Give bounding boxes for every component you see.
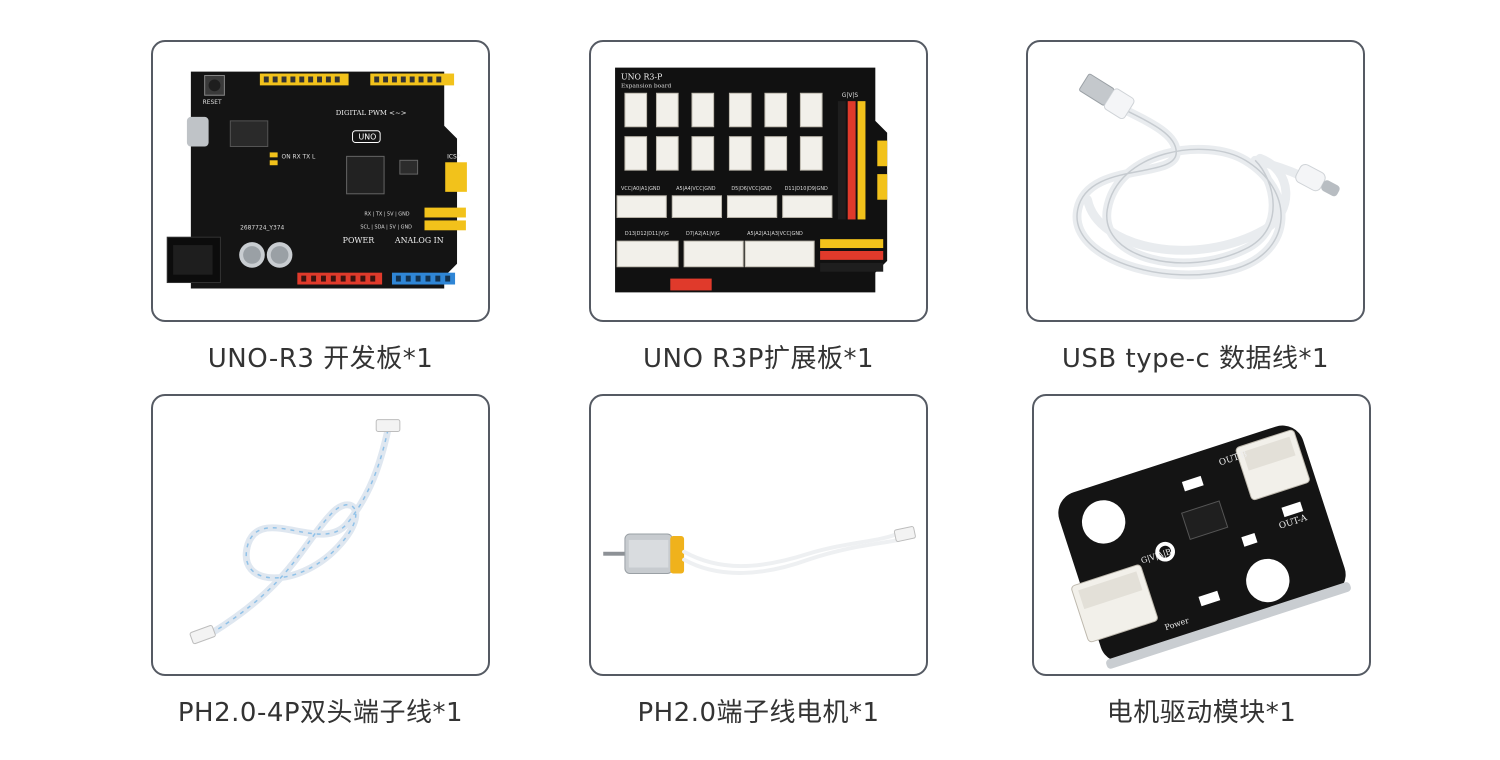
usb-type-c-cable-icon: [1072, 73, 1340, 280]
product-card-motor-driver: OUT-B OUT-A G|V|A|B Power: [1032, 394, 1371, 676]
uno-serial-number: 2687724_Y374: [240, 225, 284, 231]
caption-usb-cable: USB type-c 数据线*1: [1061, 344, 1330, 374]
uno-icsp-label: ICSP: [447, 154, 461, 160]
caption-ph20-cable: PH2.0-4P双头端子线*1: [177, 698, 464, 728]
uno-r3p-expansion-board-icon: UNO R3-P Expansion board G|V|S VCC|A0|A1…: [615, 67, 888, 293]
expansion-p7-label: A5|A2|A1|A3|VCC|GND: [747, 231, 803, 237]
expansion-p1-label: VCC|A0|A1|GND: [621, 186, 661, 192]
expansion-p4-label: D11|D10|D9|GND: [785, 186, 828, 192]
product-card-uno-r3: RESET DIGITAL PWM <~> UNO ON RX TX L ICS…: [151, 40, 490, 322]
expansion-p5-label: D13|D12|D11|V|G: [625, 231, 669, 237]
caption-uno-r3: UNO-R3 开发板*1: [207, 344, 434, 374]
uno-i2c-label: SCL | SDA | 5V | GND: [360, 224, 412, 230]
uno-analog-label: ANALOG IN: [394, 236, 444, 245]
expansion-title: UNO R3-P: [621, 72, 663, 81]
expansion-gvs-label: G|V|S: [842, 93, 859, 99]
caption-uno-r3p: UNO R3P扩展板*1: [642, 344, 875, 374]
ph20-motor-icon: [603, 526, 916, 575]
expansion-p3-label: D5|D6|VCC|GND: [731, 186, 771, 192]
product-card-usb-cable: [1026, 40, 1365, 322]
uno-reset-label: RESET: [203, 100, 222, 106]
uno-logo-label: UNO: [358, 133, 376, 142]
product-card-ph20-cable: [151, 394, 490, 676]
expansion-subtitle: Expansion board: [621, 83, 672, 89]
ph20-4p-cable-icon: [189, 419, 401, 645]
caption-motor: PH2.0端子线电机*1: [637, 698, 880, 728]
uno-serial-label: RX | TX | 5V | GND: [364, 212, 409, 218]
motor-driver-module-icon: OUT-B OUT-A G|V|A|B Power: [1058, 425, 1351, 669]
uno-digital-pwm-label: DIGITAL PWM <~>: [336, 109, 407, 117]
expansion-p6-label: D7|A2|A1|V|G: [686, 231, 720, 237]
caption-motor-driver: 电机驱动模块*1: [1106, 698, 1297, 728]
uno-leds-label: ON RX TX L: [282, 154, 317, 160]
expansion-p2-label: A5|A4|VCC|GND: [676, 186, 716, 192]
product-card-motor: [589, 394, 928, 676]
product-card-uno-r3p: UNO R3-P Expansion board G|V|S VCC|A0|A1…: [589, 40, 928, 322]
uno-r3-board-icon: RESET DIGITAL PWM <~> UNO ON RX TX L ICS…: [166, 71, 467, 289]
uno-power-label: POWER: [343, 236, 376, 245]
